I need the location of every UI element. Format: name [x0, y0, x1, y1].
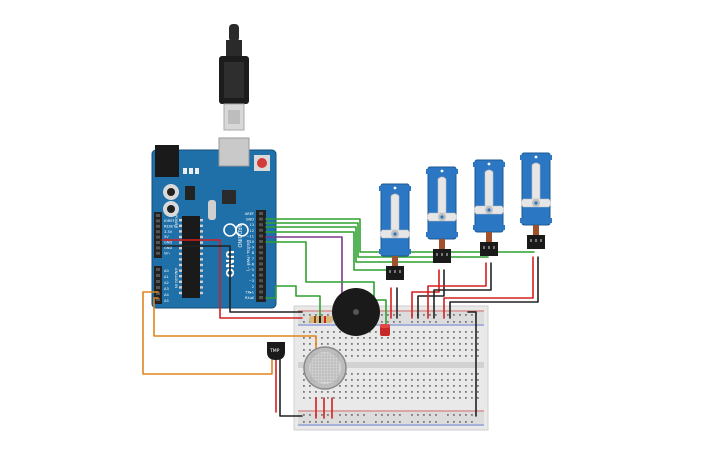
pin-label: A2	[164, 281, 169, 285]
wire-green-led	[265, 241, 387, 329]
gas-sensor-icon	[303, 346, 347, 390]
wire-red-servo-2	[427, 262, 487, 319]
pin-label: 8	[252, 251, 255, 255]
power-section-label: POWER	[174, 215, 178, 229]
pin-label: 5V	[164, 235, 169, 239]
wire-green-servo-4	[265, 231, 395, 271]
pin-label: A5	[164, 299, 169, 303]
pin-label: TX▸1	[244, 290, 254, 294]
arduino-logo-icon	[223, 223, 249, 237]
pin-label: A0	[164, 269, 169, 273]
pin-label: 12	[249, 229, 254, 233]
pin-label: ~6	[249, 262, 255, 266]
wire-red-servo-3	[411, 269, 440, 319]
servos	[379, 152, 552, 280]
pin-label: IOREF	[164, 219, 175, 223]
wire-black-servo-1	[449, 256, 539, 319]
servo-icon	[520, 152, 552, 249]
header-holes	[156, 212, 263, 301]
led-icon	[380, 324, 390, 336]
wire-black-sensor	[279, 357, 303, 417]
pin-label: ~9	[249, 246, 255, 250]
analog-section-label: ANALOG IN	[174, 268, 178, 288]
pin-label: GND	[246, 218, 254, 222]
pin-label: ~3	[249, 279, 254, 283]
pin-label: RX◂0	[245, 296, 255, 300]
resistor-icon	[309, 316, 333, 323]
servo-icon	[473, 159, 505, 256]
pin-label: A1	[164, 275, 169, 279]
pin-label: ~10	[246, 240, 254, 244]
pin-label: 3.3V	[164, 230, 173, 234]
wire-orange-a0	[142, 291, 273, 375]
power-header	[154, 212, 162, 258]
pin-label: Vin	[164, 251, 170, 255]
wire-black-servo-3	[417, 269, 445, 319]
pin-label: GND	[164, 246, 172, 250]
wire-black-servo-2	[433, 262, 492, 319]
pin-label: 4	[252, 274, 255, 278]
pin-label: AREF	[245, 212, 254, 216]
buzzer-icon	[332, 288, 380, 336]
pin-label: ~5	[249, 268, 254, 272]
wire-purple-buzzer	[265, 236, 343, 295]
temperature-sensor-label: TMP	[269, 348, 280, 354]
servo-icon	[379, 183, 411, 280]
temperature-sensor-icon: TMP	[267, 342, 285, 360]
board-maker-label: ARDUINO	[236, 224, 242, 248]
pin-label: 13	[249, 223, 254, 227]
wire-green-pin2	[265, 285, 321, 321]
pin-label: ~11	[246, 234, 254, 238]
wires	[142, 218, 539, 419]
wire-green-servo-3	[265, 226, 442, 263]
analog-header	[154, 266, 162, 304]
chip-pins	[179, 219, 203, 295]
pin-label: RESET	[164, 224, 176, 228]
wire-red-5v	[161, 239, 303, 319]
wire-black-gnd	[161, 245, 303, 313]
wire-green-servo-2	[265, 222, 489, 258]
pin-label: 2	[252, 285, 254, 289]
arduino-uno-board: ARDUINO UNO DIGITAL (PWM ~) POWER ANALOG…	[151, 137, 277, 309]
usb-cable-icon	[219, 24, 249, 131]
pin-label: GND	[164, 241, 172, 245]
pin-label: 7	[252, 257, 254, 261]
wire-black-rail	[467, 311, 477, 417]
digital-section-label: DIGITAL (PWM ~)	[246, 240, 250, 272]
servo-icon	[426, 166, 458, 263]
wire-orange-a1	[153, 297, 317, 349]
pin-label: A3	[164, 287, 169, 291]
digital-header	[256, 210, 266, 302]
pin-label: A4	[164, 293, 169, 297]
wire-red-servo-1	[443, 256, 534, 319]
